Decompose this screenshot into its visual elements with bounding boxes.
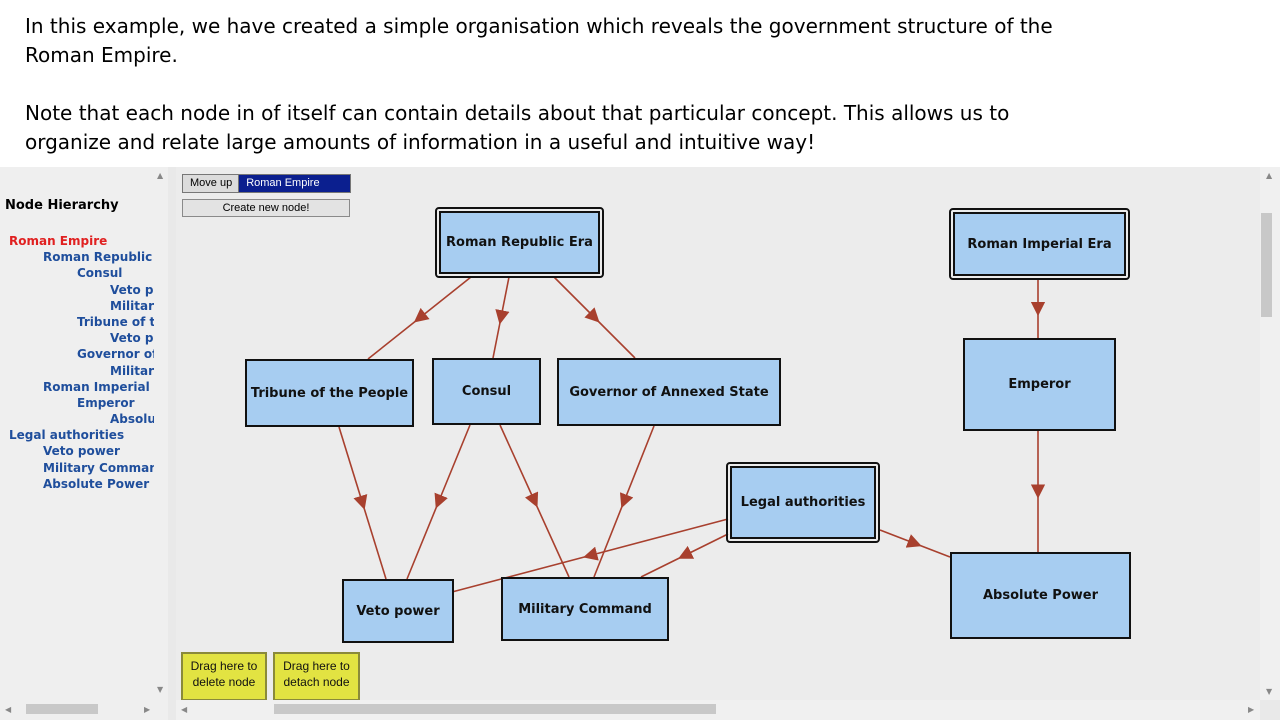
node-inner: Roman Republic Era	[439, 211, 600, 274]
dropzone-line: delete node	[192, 675, 256, 689]
node-outer-border	[726, 462, 880, 543]
tree-item-absolute-power[interactable]: Absolute Power	[43, 476, 150, 491]
tree-item-consul[interactable]: Consul	[77, 266, 123, 281]
tree-item-roman-empire[interactable]: Roman Empire	[9, 234, 108, 248]
scroll-right-icon[interactable]: ▶	[144, 705, 151, 714]
move-up-button[interactable]: Move up Roman Empire	[182, 174, 351, 193]
tree-item-absolute-power[interactable]: Absolute Power	[110, 412, 155, 427]
edge-layer	[338, 276, 1046, 593]
node-label: Absolute Power	[982, 588, 1098, 603]
node-absolute-power[interactable]: Absolute Power	[950, 552, 1131, 639]
scroll-up-icon[interactable]: ▲	[157, 171, 164, 180]
node-tree: Roman Empire Roman Republic Era Consul V…	[0, 227, 155, 567]
node-governor-of-annexed-state[interactable]: Governor of Annexed State	[557, 358, 781, 426]
edge-republic-to-tribune	[367, 276, 472, 360]
sidebar-scroll-thumb[interactable]	[26, 704, 98, 714]
tree-item-emperor[interactable]: Emperor	[77, 395, 135, 410]
tree-item-veto-power[interactable]: Veto power	[110, 331, 155, 346]
edge-consul-to-veto	[406, 424, 471, 580]
tree-item-military-command[interactable]: Military Command	[110, 363, 155, 378]
node-roman-republic-era[interactable]: Roman Republic Era	[435, 207, 604, 278]
tree-item-legal-authorities[interactable]: Legal authorities	[9, 428, 125, 443]
edge-governor-to-military	[593, 425, 655, 578]
scroll-right-icon[interactable]: ▶	[1248, 705, 1255, 714]
node-label: Veto power	[356, 603, 440, 619]
dropzone-line: Drag here to	[190, 659, 258, 673]
edge-republic-to-consul	[492, 276, 510, 359]
node-emperor[interactable]: Emperor	[963, 338, 1116, 431]
tree-item-military-command[interactable]: Military Command	[110, 298, 155, 313]
node-label: Tribune of the People	[250, 385, 409, 401]
tree-item-tribune[interactable]: Tribune of the People	[77, 314, 155, 329]
intro-paragraph-2: Note that each node in of itself can con…	[25, 101, 1010, 154]
tree-item-veto-power[interactable]: Veto power	[43, 444, 120, 459]
node-hierarchy-title: Node Hierarchy	[5, 198, 119, 213]
node-inner: Legal authorities	[730, 466, 876, 539]
node-legal-authorities[interactable]: Legal authorities	[726, 462, 880, 543]
node-label: Military Command	[518, 601, 652, 617]
node-roman-imperial-era[interactable]: Roman Imperial Era	[949, 208, 1130, 280]
node-hierarchy-panel: Node Hierarchy Roman Empire Roman Republ…	[0, 167, 168, 720]
node-military-command[interactable]: Military Command	[501, 577, 669, 641]
node-label: Emperor	[1008, 377, 1071, 392]
edge-legal-to-military	[640, 533, 729, 578]
canvas-horizontal-scroll-thumb[interactable]	[274, 704, 716, 714]
edge-legal-to-absolute	[879, 529, 951, 558]
node-outer-border	[949, 208, 1130, 280]
detach-node-dropzone[interactable]: Drag here to detach node	[273, 652, 360, 700]
sidebar-horizontal-scrollbar[interactable]: ◀ ▶	[0, 700, 168, 720]
canvas-horizontal-scrollbar[interactable]: ◀ ▶	[176, 700, 1260, 720]
dropzone-line: Drag here to	[283, 659, 350, 673]
scroll-down-icon[interactable]: ▼	[157, 685, 164, 694]
edge-tribune-to-veto	[338, 426, 387, 580]
current-node-label: Roman Empire	[239, 175, 350, 192]
scroll-down-icon[interactable]: ▼	[1266, 687, 1273, 696]
dropzone-line: detach node	[283, 675, 350, 689]
graph-canvas[interactable]: Move up Roman Empire Create new node! Ro…	[176, 167, 1260, 700]
node-veto-power[interactable]: Veto power	[342, 579, 454, 643]
node-consul[interactable]: Consul	[432, 358, 541, 425]
scroll-up-icon[interactable]: ▲	[1266, 171, 1273, 180]
tree-item-roman-republic-era[interactable]: Roman Republic Era	[43, 250, 155, 265]
tree-item-roman-imperial-era[interactable]: Roman Imperial Era	[43, 379, 155, 394]
node-label: Governor of Annexed State	[569, 384, 769, 400]
canvas-vertical-scroll-thumb[interactable]	[1261, 213, 1272, 317]
edge-legal-to-veto	[451, 518, 729, 593]
delete-node-dropzone[interactable]: Drag here to delete node	[181, 652, 267, 700]
node-label: Roman Republic Era	[446, 235, 593, 250]
tree-item-governor[interactable]: Governor of Annexed State	[77, 347, 155, 362]
intro-paragraph-1: In this example, we have created a simpl…	[25, 14, 1053, 67]
tree-item-veto-power[interactable]: Veto power	[110, 282, 155, 297]
edge-consul-to-military	[499, 424, 570, 578]
create-node-button[interactable]: Create new node!	[182, 199, 350, 217]
scroll-left-icon[interactable]: ◀	[181, 705, 188, 714]
intro-text: In this example, we have created a simpl…	[25, 12, 1065, 157]
tree-item-military-command[interactable]: Military Command	[43, 460, 155, 475]
app-window: Node Hierarchy Roman Empire Roman Republ…	[0, 167, 1280, 720]
node-tribune-of-the-people[interactable]: Tribune of the People	[245, 359, 414, 427]
sidebar-vertical-scrollbar[interactable]: ▲ ▼	[154, 167, 168, 700]
node-inner: Roman Imperial Era	[953, 212, 1126, 276]
node-outer-border	[435, 207, 604, 278]
node-label: Consul	[461, 384, 512, 399]
node-label: Roman Imperial Era	[967, 236, 1112, 252]
node-label: Legal authorities	[740, 495, 866, 510]
scroll-left-icon[interactable]: ◀	[5, 705, 12, 714]
edge-republic-to-governor	[553, 276, 636, 359]
move-up-label[interactable]: Move up	[183, 175, 240, 192]
